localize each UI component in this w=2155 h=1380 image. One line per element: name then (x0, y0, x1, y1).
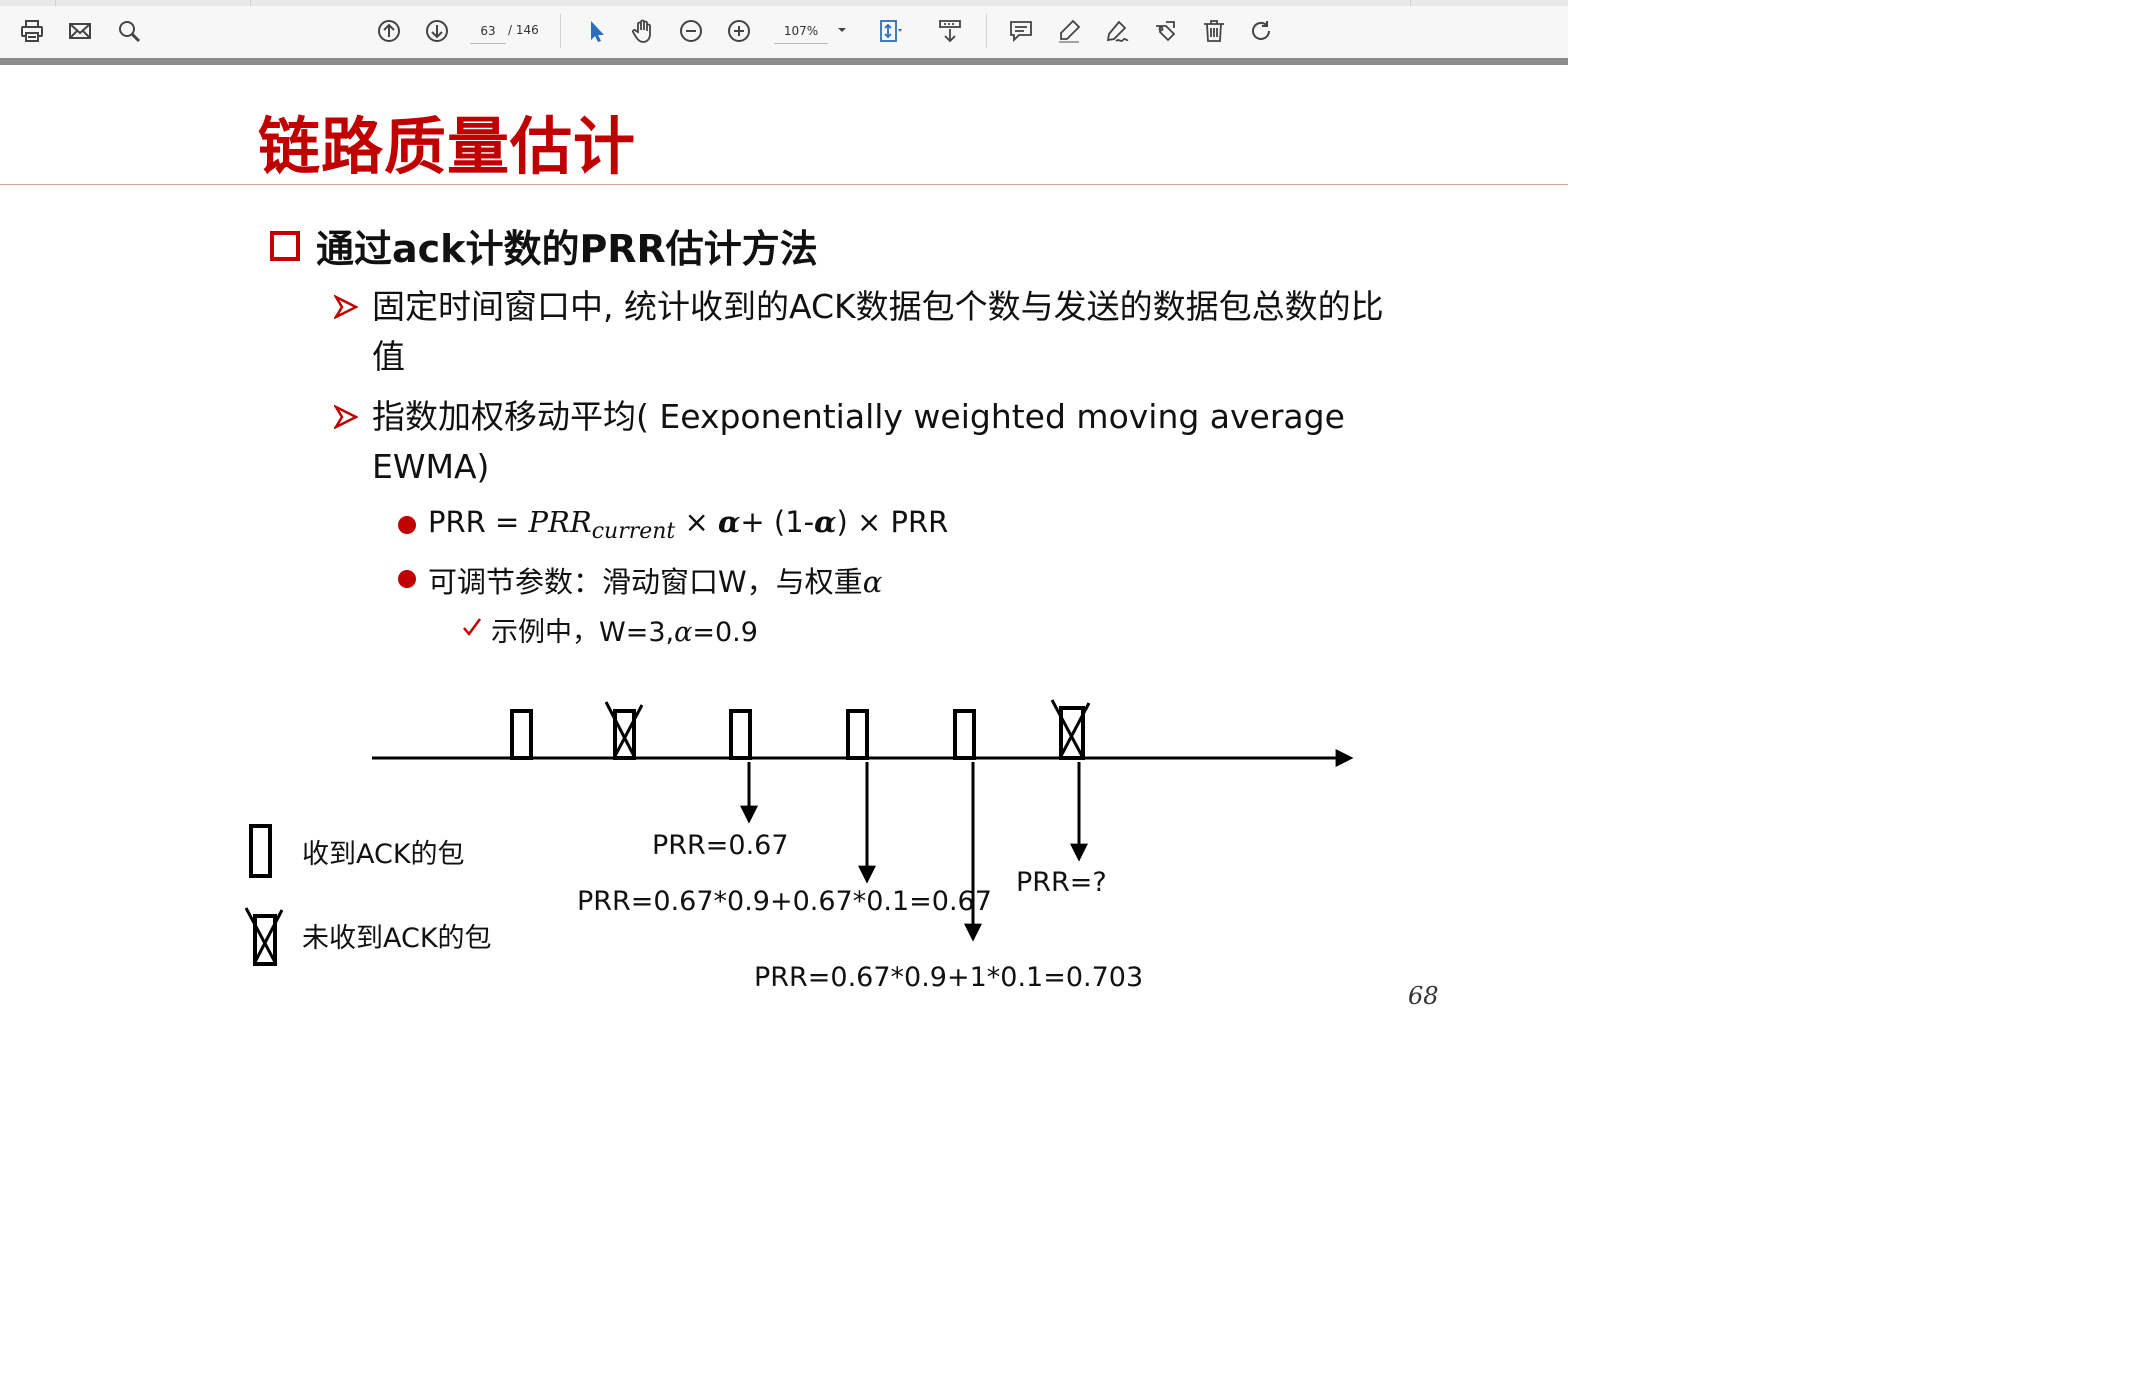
legend-acked-icon (249, 824, 272, 878)
square-bullet-icon (270, 231, 300, 261)
slide-title: 链路质量估计 (258, 110, 637, 183)
packet-acked (846, 709, 869, 760)
comment-icon[interactable] (1006, 16, 1036, 46)
prr-result-2: PRR=0.67*0.9+0.67*0.1=0.67 (577, 886, 992, 917)
prr-result-1: PRR=0.67 (652, 830, 789, 861)
tunable-params: 可调节参数：滑动窗口W，与权重α (428, 565, 883, 599)
packet-acked (953, 709, 976, 760)
download-icon[interactable] (935, 16, 965, 46)
tab-strip (0, 0, 1568, 6)
page-total-label: / 146 (508, 23, 539, 37)
heading-text: 通过ack计数的PRR估计方法 (316, 227, 818, 271)
packet-lost (1050, 699, 1091, 760)
legend-acked-label: 收到ACK的包 (302, 839, 465, 870)
legend-lost-label: 未收到ACK的包 (302, 923, 492, 954)
page-up-icon[interactable] (374, 16, 404, 46)
packet-acked (510, 709, 533, 760)
highlight-icon[interactable] (1054, 16, 1084, 46)
arrow-bullet-icon (334, 405, 358, 429)
bullet-fixed-window: 固定时间窗口中, 统计收到的ACK数据包个数与发送的数据包总数的比值 (372, 287, 1384, 376)
packet-lost (604, 701, 644, 760)
select-cursor-icon[interactable] (581, 16, 611, 46)
title-divider (0, 184, 1568, 185)
chevron-down-icon[interactable] (836, 22, 848, 38)
dot-bullet-icon (398, 570, 416, 588)
page-down-icon[interactable] (422, 16, 452, 46)
zoom-level-input[interactable]: 107% (774, 19, 828, 44)
zoom-in-icon[interactable] (724, 16, 754, 46)
packet-acked (729, 709, 752, 760)
delete-icon[interactable] (1199, 16, 1229, 46)
example-params: 示例中，W=3,α=0.9 (491, 617, 758, 648)
bullet-ewma: 指数加权移动平均( Eexponentially weighted moving… (372, 397, 1345, 486)
heading-bullet: 通过ack计数的PRR估计方法 (270, 218, 818, 273)
page-number-input[interactable]: 63 (470, 19, 506, 44)
toolbar-divider (0, 58, 1568, 65)
stamp-icon[interactable] (1150, 16, 1180, 46)
slide-page-number: 68 (1408, 982, 1439, 1010)
search-icon[interactable] (114, 16, 144, 46)
legend-lost-icon (244, 907, 284, 966)
check-bullet-icon (463, 618, 482, 637)
viewer-toolbar: 63 / 146 107% (0, 0, 1568, 58)
arrow-bullet-icon (334, 295, 358, 319)
prr-result-unknown: PRR=? (1016, 867, 1107, 898)
mail-icon[interactable] (65, 16, 95, 46)
print-icon[interactable] (17, 16, 47, 46)
dot-bullet-icon (398, 516, 416, 534)
fit-page-icon[interactable] (875, 16, 905, 46)
rotate-icon[interactable] (1246, 16, 1276, 46)
packet-timeline-diagram (244, 699, 1354, 966)
ewma-formula: PRR = PRRcurrent × α+ (1-α) × PRR (428, 505, 949, 544)
zoom-out-icon[interactable] (676, 16, 706, 46)
prr-result-3: PRR=0.67*0.9+1*0.1=0.703 (754, 962, 1144, 993)
hand-icon[interactable] (628, 16, 658, 46)
sign-icon[interactable] (1102, 16, 1132, 46)
